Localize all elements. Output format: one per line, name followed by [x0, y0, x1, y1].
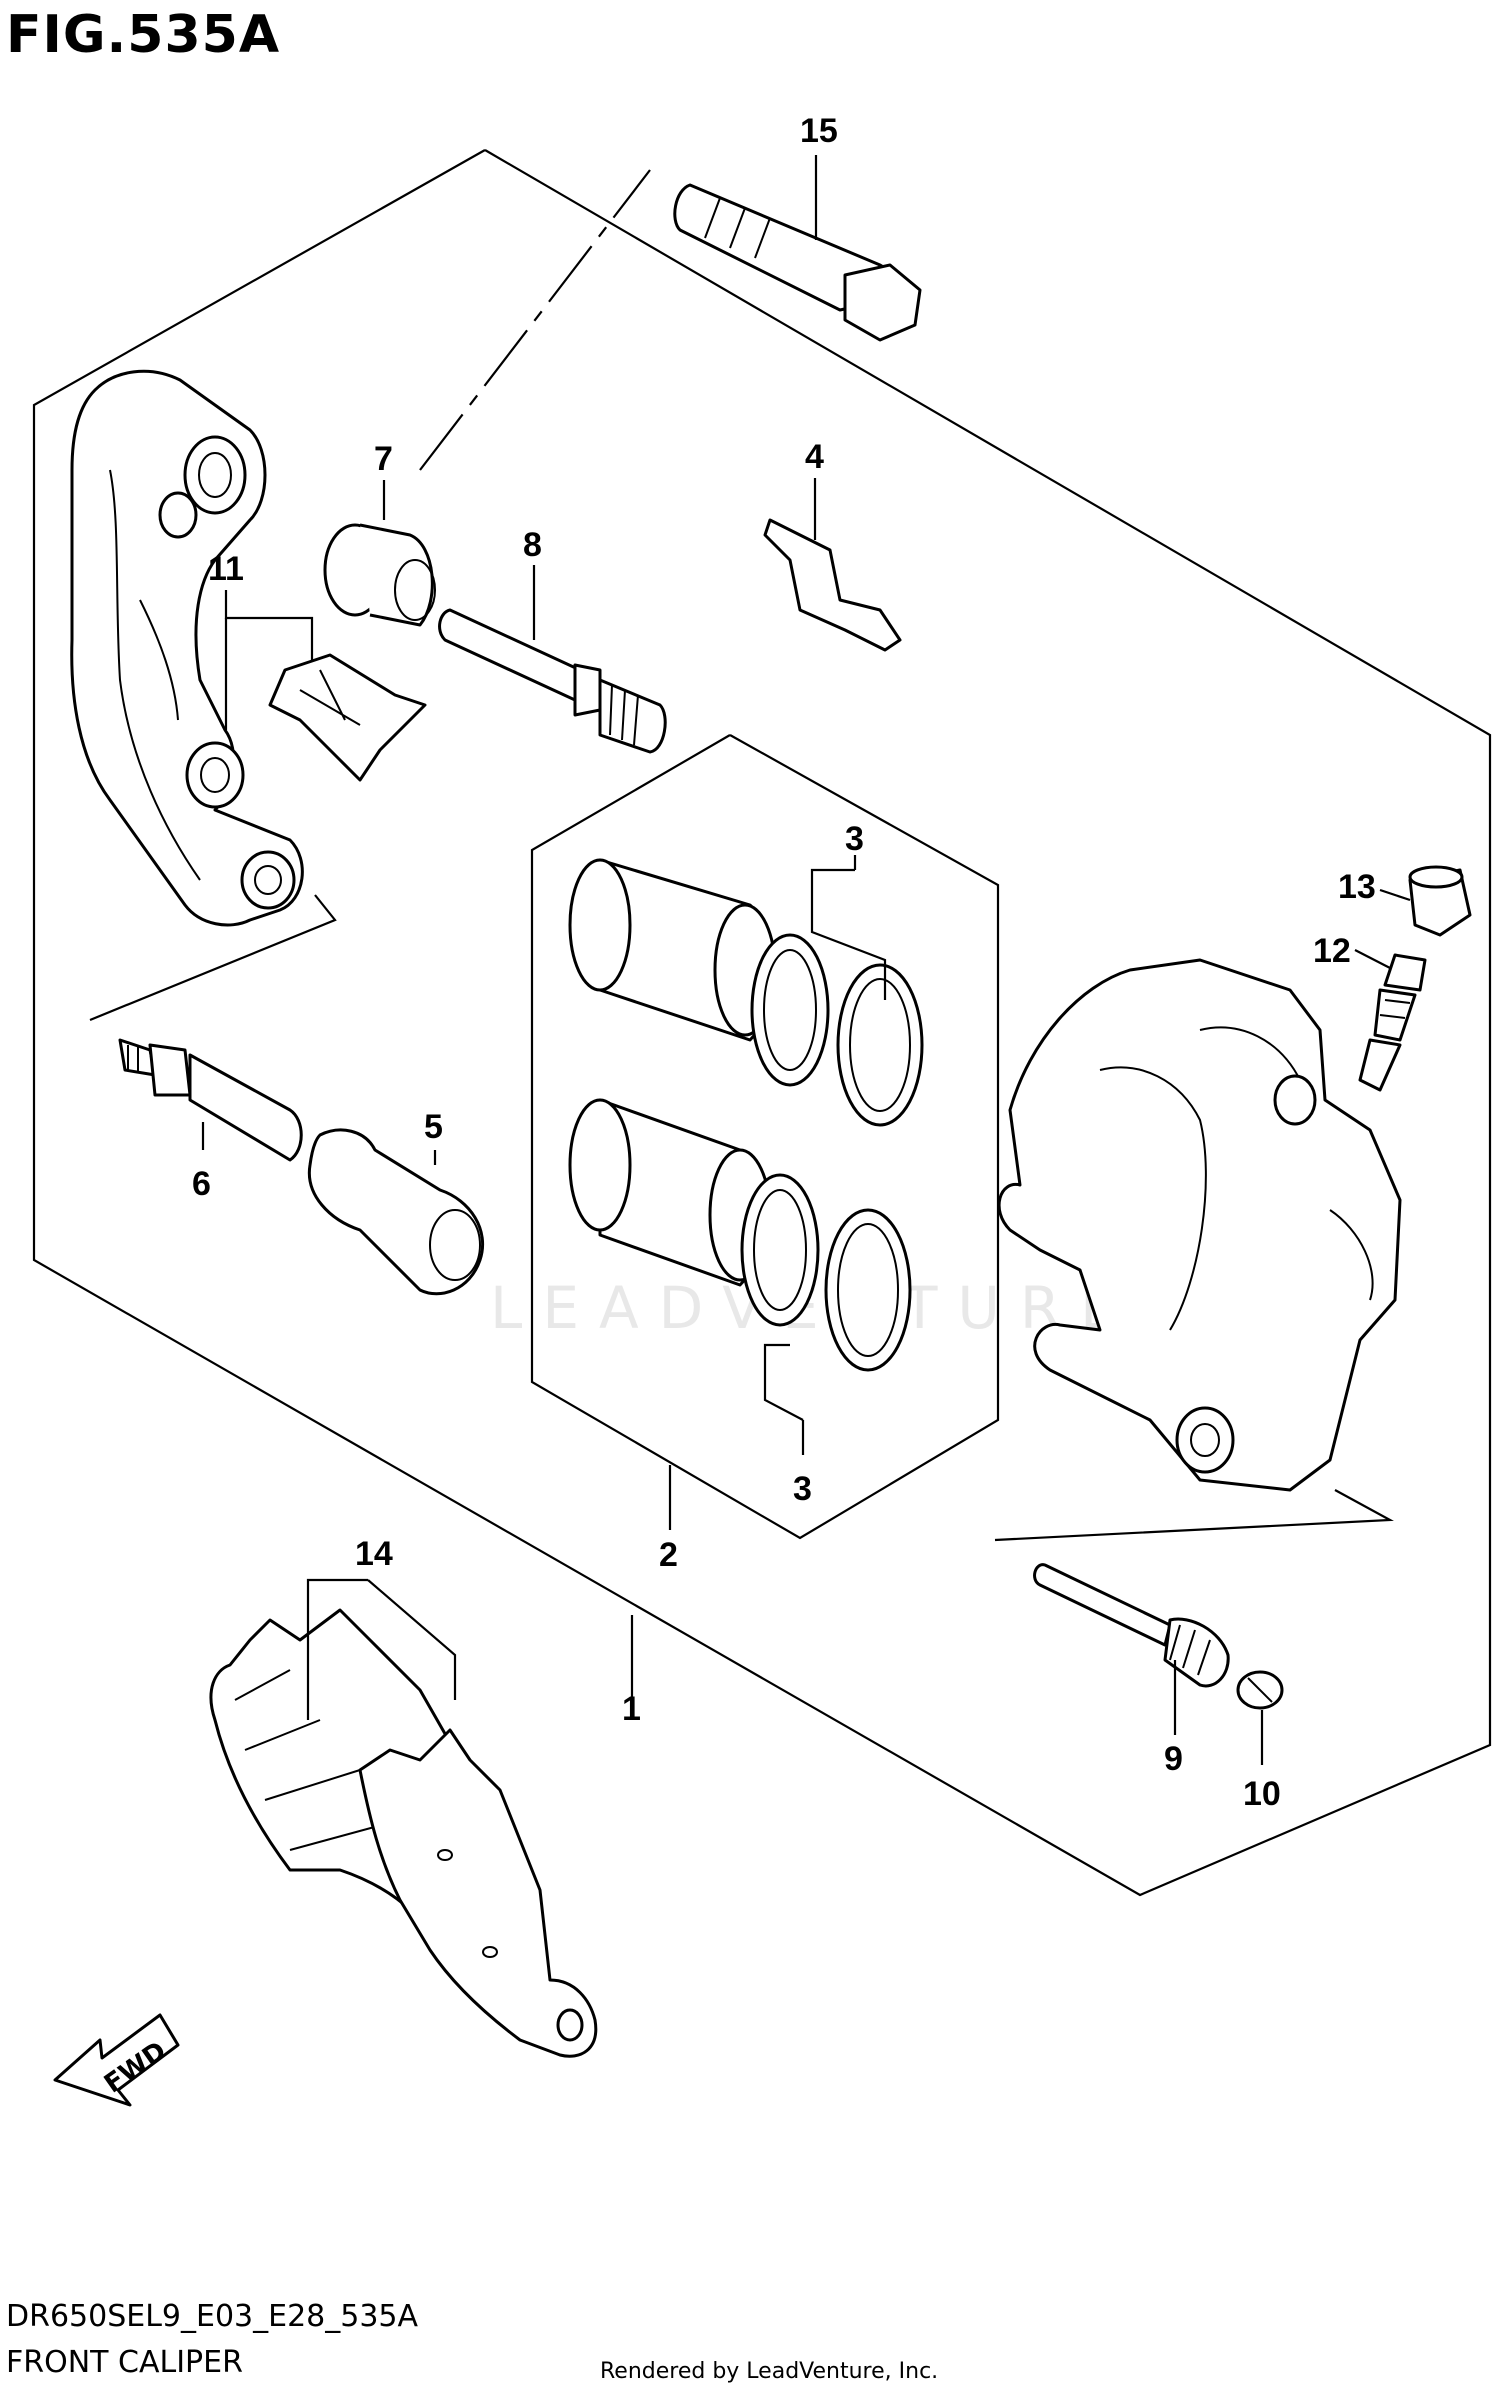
boot-7 — [323, 523, 436, 627]
callout-15: 15 — [800, 112, 838, 150]
callout-8: 8 — [523, 526, 542, 564]
dashed-line-15 — [419, 169, 651, 471]
caliper-bracket — [70, 369, 304, 927]
fwd-arrow-icon: FWD — [53, 2013, 180, 2107]
callout-3-lower: 3 — [793, 1470, 812, 1508]
rendered-by: Rendered by LeadVenture, Inc. — [600, 2359, 938, 2384]
callout-10: 10 — [1243, 1775, 1281, 1813]
callout-bracket-3a — [810, 868, 887, 1000]
callout-11: 11 — [208, 550, 244, 588]
bleeder-cap-13 — [1408, 865, 1472, 937]
callout-9: 9 — [1164, 1740, 1183, 1778]
bolt-15 — [673, 183, 922, 342]
callout-bracket-14 — [306, 1578, 368, 1720]
pad-pin-9 — [1033, 1563, 1230, 1688]
callout-bracket-3b — [763, 1343, 804, 1421]
assembly-outline — [32, 149, 1492, 1897]
brake-pads-14 — [209, 1608, 598, 2058]
boot-5 — [307, 1128, 485, 1296]
callout-5: 5 — [424, 1108, 443, 1146]
callout-bracket-14b — [367, 1579, 457, 1700]
bracket-line-left — [89, 894, 337, 1022]
seal-kit-outline — [530, 734, 1000, 1540]
piston-lower — [568, 1098, 912, 1372]
spring-11 — [268, 653, 427, 782]
slide-pin-8 — [438, 608, 667, 754]
callout-7: 7 — [374, 440, 393, 478]
callout-1: 1 — [622, 1690, 641, 1728]
plug-10 — [1236, 1670, 1284, 1710]
section-name: FRONT CALIPER — [6, 2345, 243, 2380]
callout-14: 14 — [355, 1535, 393, 1573]
callout-6: 6 — [192, 1165, 211, 1203]
piston-upper — [568, 858, 924, 1127]
callout-2: 2 — [659, 1536, 678, 1574]
slide-pin-6 — [118, 1038, 303, 1162]
bracket-line-right — [994, 1489, 1394, 1542]
callout-3-upper: 3 — [845, 820, 864, 858]
figure-title: FIG.535A — [6, 5, 280, 65]
bleeder-valve-12 — [1358, 953, 1427, 1092]
pad-spring-4 — [763, 518, 902, 652]
caliper-body — [997, 958, 1402, 1492]
callout-13: 13 — [1338, 868, 1376, 906]
callout-4: 4 — [805, 438, 824, 476]
callout-12: 12 — [1313, 932, 1351, 970]
callout-leaders — [201, 155, 1411, 1765]
model-code: DR650SEL9_E03_E28_535A — [6, 2299, 419, 2334]
